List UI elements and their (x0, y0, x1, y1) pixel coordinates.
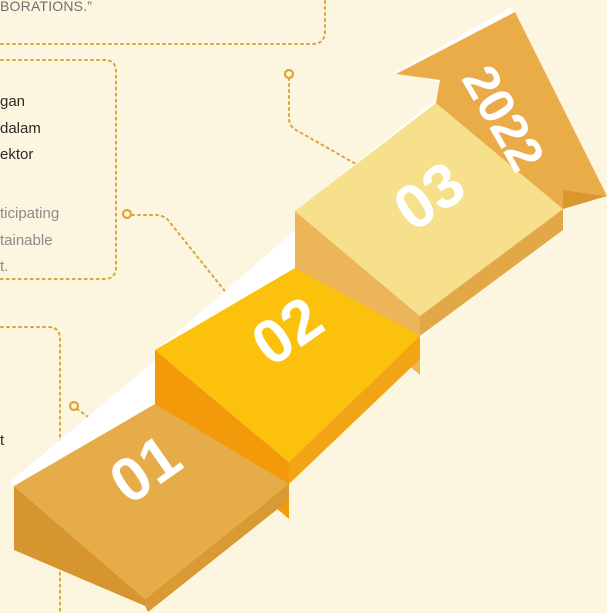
middle-card-line-4: ticipating (0, 205, 60, 222)
connector-03 (288, 77, 371, 173)
ring-icon (283, 68, 295, 80)
step-01 (14, 404, 289, 612)
middle-card-line-1: gan (0, 93, 26, 110)
ring-icon (68, 400, 80, 412)
middle-card-line-5: tainable (0, 232, 53, 249)
arrow-2022 (396, 12, 607, 209)
card-borders (0, 0, 326, 613)
top-card-quote: BORATIONS.” (0, 0, 93, 14)
connector-02 (131, 214, 233, 301)
middle-card-line-6: t. (0, 258, 9, 275)
middle-card-border (0, 59, 117, 280)
bottom-card-fragment: t (0, 432, 5, 449)
middle-card-line-3: ektor (0, 146, 34, 163)
ring-icon (121, 208, 133, 220)
connector-rings (68, 68, 295, 412)
connectors (76, 77, 371, 429)
top-card-border (0, 0, 326, 45)
connector-01 (76, 408, 105, 429)
bottom-card-border (0, 326, 61, 613)
middle-card-line-2: dalam (0, 120, 41, 137)
